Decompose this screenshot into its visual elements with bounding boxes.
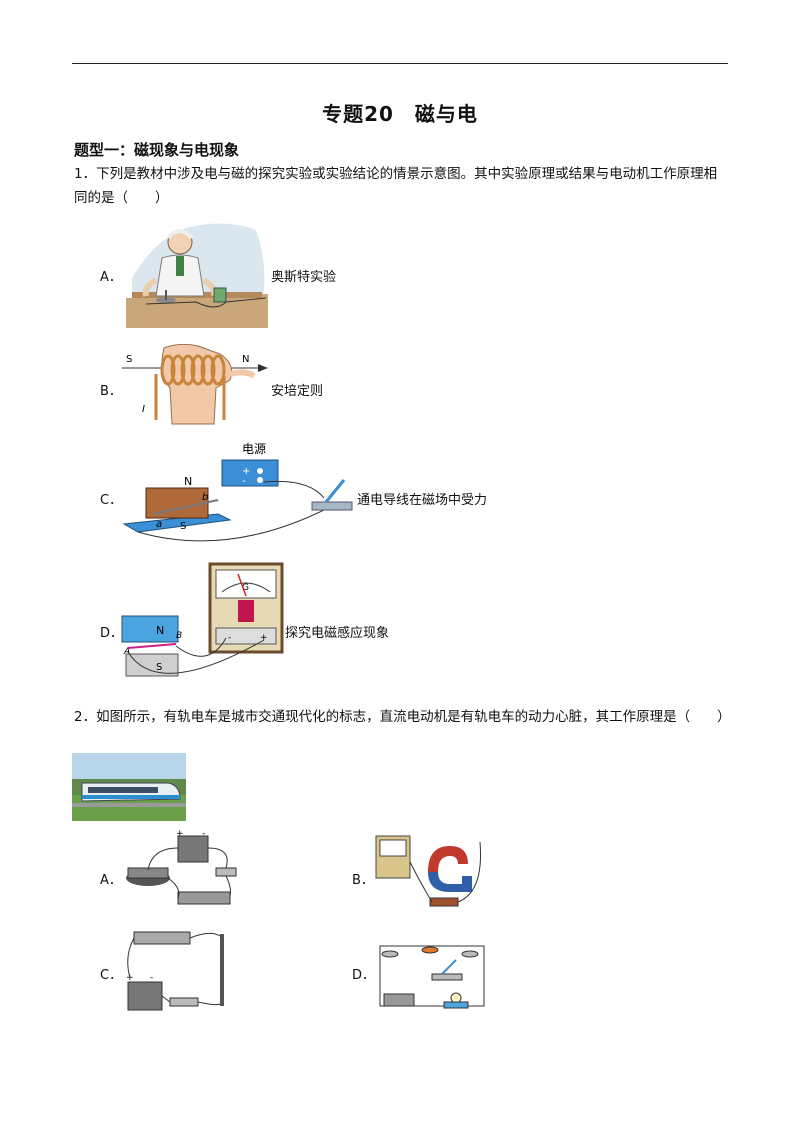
- q1-option-a-label[interactable]: A．: [100, 270, 122, 285]
- q1-option-c-caption: 通电导线在磁场中受力: [357, 493, 488, 508]
- figd-s-label: S: [156, 662, 162, 673]
- q2-option-b-figure: [375, 835, 482, 907]
- q2-option-a-label[interactable]: A．: [100, 873, 122, 888]
- figb-s-label: S: [126, 354, 132, 365]
- figc-n-label: N: [184, 475, 192, 488]
- figd-plus-label: +: [260, 633, 268, 643]
- q1-induction-figure: G - + N S A B: [121, 562, 284, 677]
- figd-g-label: G: [242, 583, 249, 593]
- q1-option-d-label[interactable]: D．: [100, 626, 124, 641]
- figd-b-label: B: [176, 631, 182, 641]
- tram-photo: [72, 753, 186, 821]
- q1-option-a-caption: 奥斯特实验: [271, 270, 337, 285]
- figc-minus-label: -: [242, 476, 246, 487]
- figd-minus-label: -: [228, 633, 231, 643]
- figc-a-label: a: [156, 519, 162, 530]
- q2-option-d-label[interactable]: D．: [352, 968, 376, 983]
- q2a-plus-label: +: [176, 829, 184, 839]
- q2-option-c-label[interactable]: C．: [100, 968, 123, 983]
- q1-force-on-wire-figure: 电源 + - N S a b: [122, 442, 353, 542]
- q1-option-b-label[interactable]: B．: [100, 384, 122, 399]
- q1-option-d-caption: 探究电磁感应现象: [285, 626, 390, 641]
- figc-plus-label: +: [242, 466, 250, 477]
- header-rule: [72, 63, 728, 64]
- page-title: 专题20 磁与电: [322, 102, 478, 126]
- q1-oersted-figure: [126, 218, 268, 328]
- section-heading: 题型一：磁现象与电现象: [74, 141, 240, 159]
- figd-a-label: A: [123, 647, 130, 657]
- figc-s-label: S: [180, 521, 186, 532]
- figb-i-label: I: [142, 404, 145, 415]
- q2-option-a-figure: + -: [126, 829, 237, 905]
- question-2-text: 2．如图所示，有轨电车是城市交通现代化的标志，直流电动机是有轨电车的动力心脏，其…: [74, 709, 731, 725]
- figb-n-label: N: [242, 354, 249, 365]
- q1-option-c-label[interactable]: C．: [100, 493, 123, 508]
- q2a-minus-label: -: [202, 829, 205, 839]
- q1-option-b-caption: 安培定则: [271, 384, 324, 399]
- figc-source-label: 电源: [242, 442, 266, 456]
- q2-option-d-figure: [379, 945, 485, 1009]
- question-1-text: 1．下列是教材中涉及电与磁的探究实验或实验结论的情景示意图。其中实验原理或结果与…: [74, 166, 718, 206]
- q1-ampere-rule-figure: S N I: [122, 343, 268, 425]
- figc-b-label: b: [202, 492, 208, 503]
- q2-option-c-figure: + -: [126, 931, 224, 1011]
- figd-n-label: N: [156, 624, 164, 637]
- q2-option-b-label[interactable]: B．: [352, 873, 374, 888]
- q2c-minus-label: -: [150, 973, 153, 983]
